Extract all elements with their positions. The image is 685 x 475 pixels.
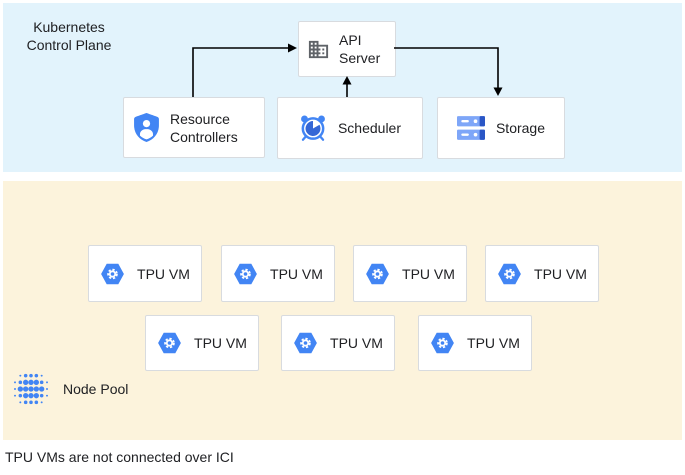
tpu-vm-label: TPU VM <box>270 265 323 282</box>
storage-box: Storage <box>437 97 565 159</box>
scheduler-box: Scheduler <box>277 97 423 159</box>
node-pool-label: Node Pool <box>63 381 129 397</box>
tpu-vm-label: TPU VM <box>330 335 383 351</box>
hexagon-gear-icon <box>365 263 390 285</box>
api-server-label: API Server <box>339 32 381 66</box>
hexagon-gear-icon <box>430 332 455 354</box>
hexagon-gear-icon <box>293 332 318 354</box>
tpu-vm-box: TPU VM <box>485 245 599 302</box>
building-icon <box>307 38 330 61</box>
resource-controllers-box: Resource Controllers <box>123 97 265 158</box>
dot-grid-icon <box>12 373 50 410</box>
node-pool-panel: Node Pool <box>3 181 682 440</box>
tpu-vm-label: TPU VM <box>467 335 520 351</box>
tpu-vm-box: TPU VM <box>281 315 395 371</box>
scheduler-label: Scheduler <box>337 120 402 136</box>
tpu-vm-label: TPU VM <box>137 265 190 282</box>
storage-label: Storage <box>495 120 546 136</box>
resource-controllers-label: Resource Controllers <box>170 110 238 145</box>
storage-disks-icon <box>456 116 485 140</box>
hexagon-gear-icon <box>157 332 182 354</box>
shield-user-icon <box>134 113 159 142</box>
tpu-vm-box: TPU VM <box>353 245 467 302</box>
hexagon-gear-icon <box>497 263 522 285</box>
alarm-clock-icon <box>299 114 327 142</box>
control-plane-label: Kubernetes Control Plane <box>26 19 112 53</box>
tpu-vm-label: TPU VM <box>194 335 247 351</box>
hexagon-gear-icon <box>233 263 258 285</box>
diagram-caption: TPU VMs are not connected over ICI <box>5 449 234 465</box>
tpu-vm-label: TPU VM <box>402 265 455 282</box>
tpu-vm-box: TPU VM <box>418 315 532 371</box>
hexagon-gear-icon <box>100 263 125 285</box>
tpu-vm-box: TPU VM <box>221 245 335 302</box>
tpu-vm-label: TPU VM <box>534 265 587 282</box>
tpu-vm-box: TPU VM <box>88 245 202 302</box>
tpu-vm-box: TPU VM <box>145 315 259 371</box>
api-server-box: API Server <box>298 21 396 77</box>
